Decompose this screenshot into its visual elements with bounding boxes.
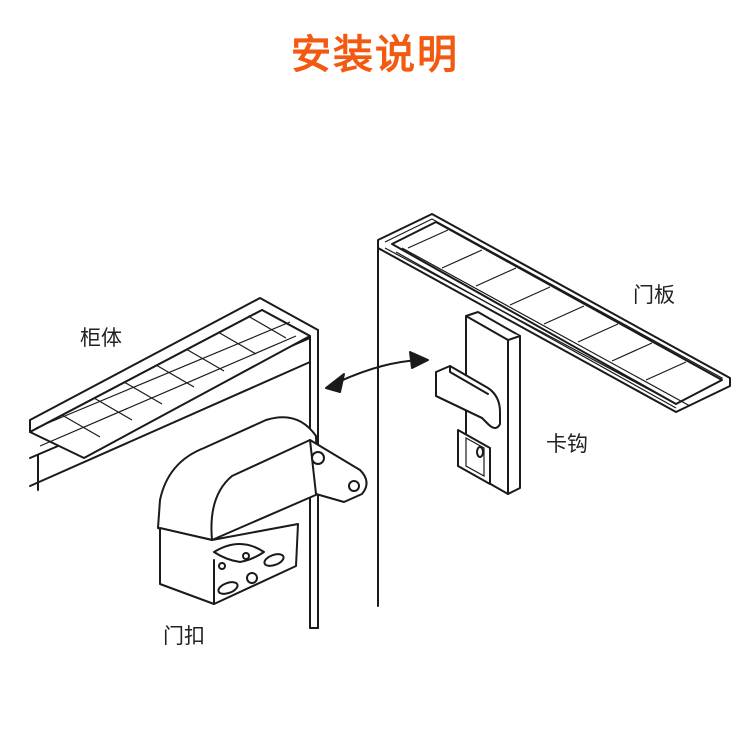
double-headed-curved-arrow-icon — [325, 351, 429, 393]
door-panel — [377, 213, 731, 607]
hook-part — [435, 311, 521, 495]
label-cabinet: 柜体 — [80, 326, 122, 350]
label-hook: 卡钩 — [546, 432, 588, 456]
label-door-latch: 门扣 — [163, 624, 205, 648]
page-title: 安装说明 — [291, 32, 459, 78]
door-latch-part — [157, 416, 368, 605]
label-door-panel: 门板 — [633, 283, 675, 307]
